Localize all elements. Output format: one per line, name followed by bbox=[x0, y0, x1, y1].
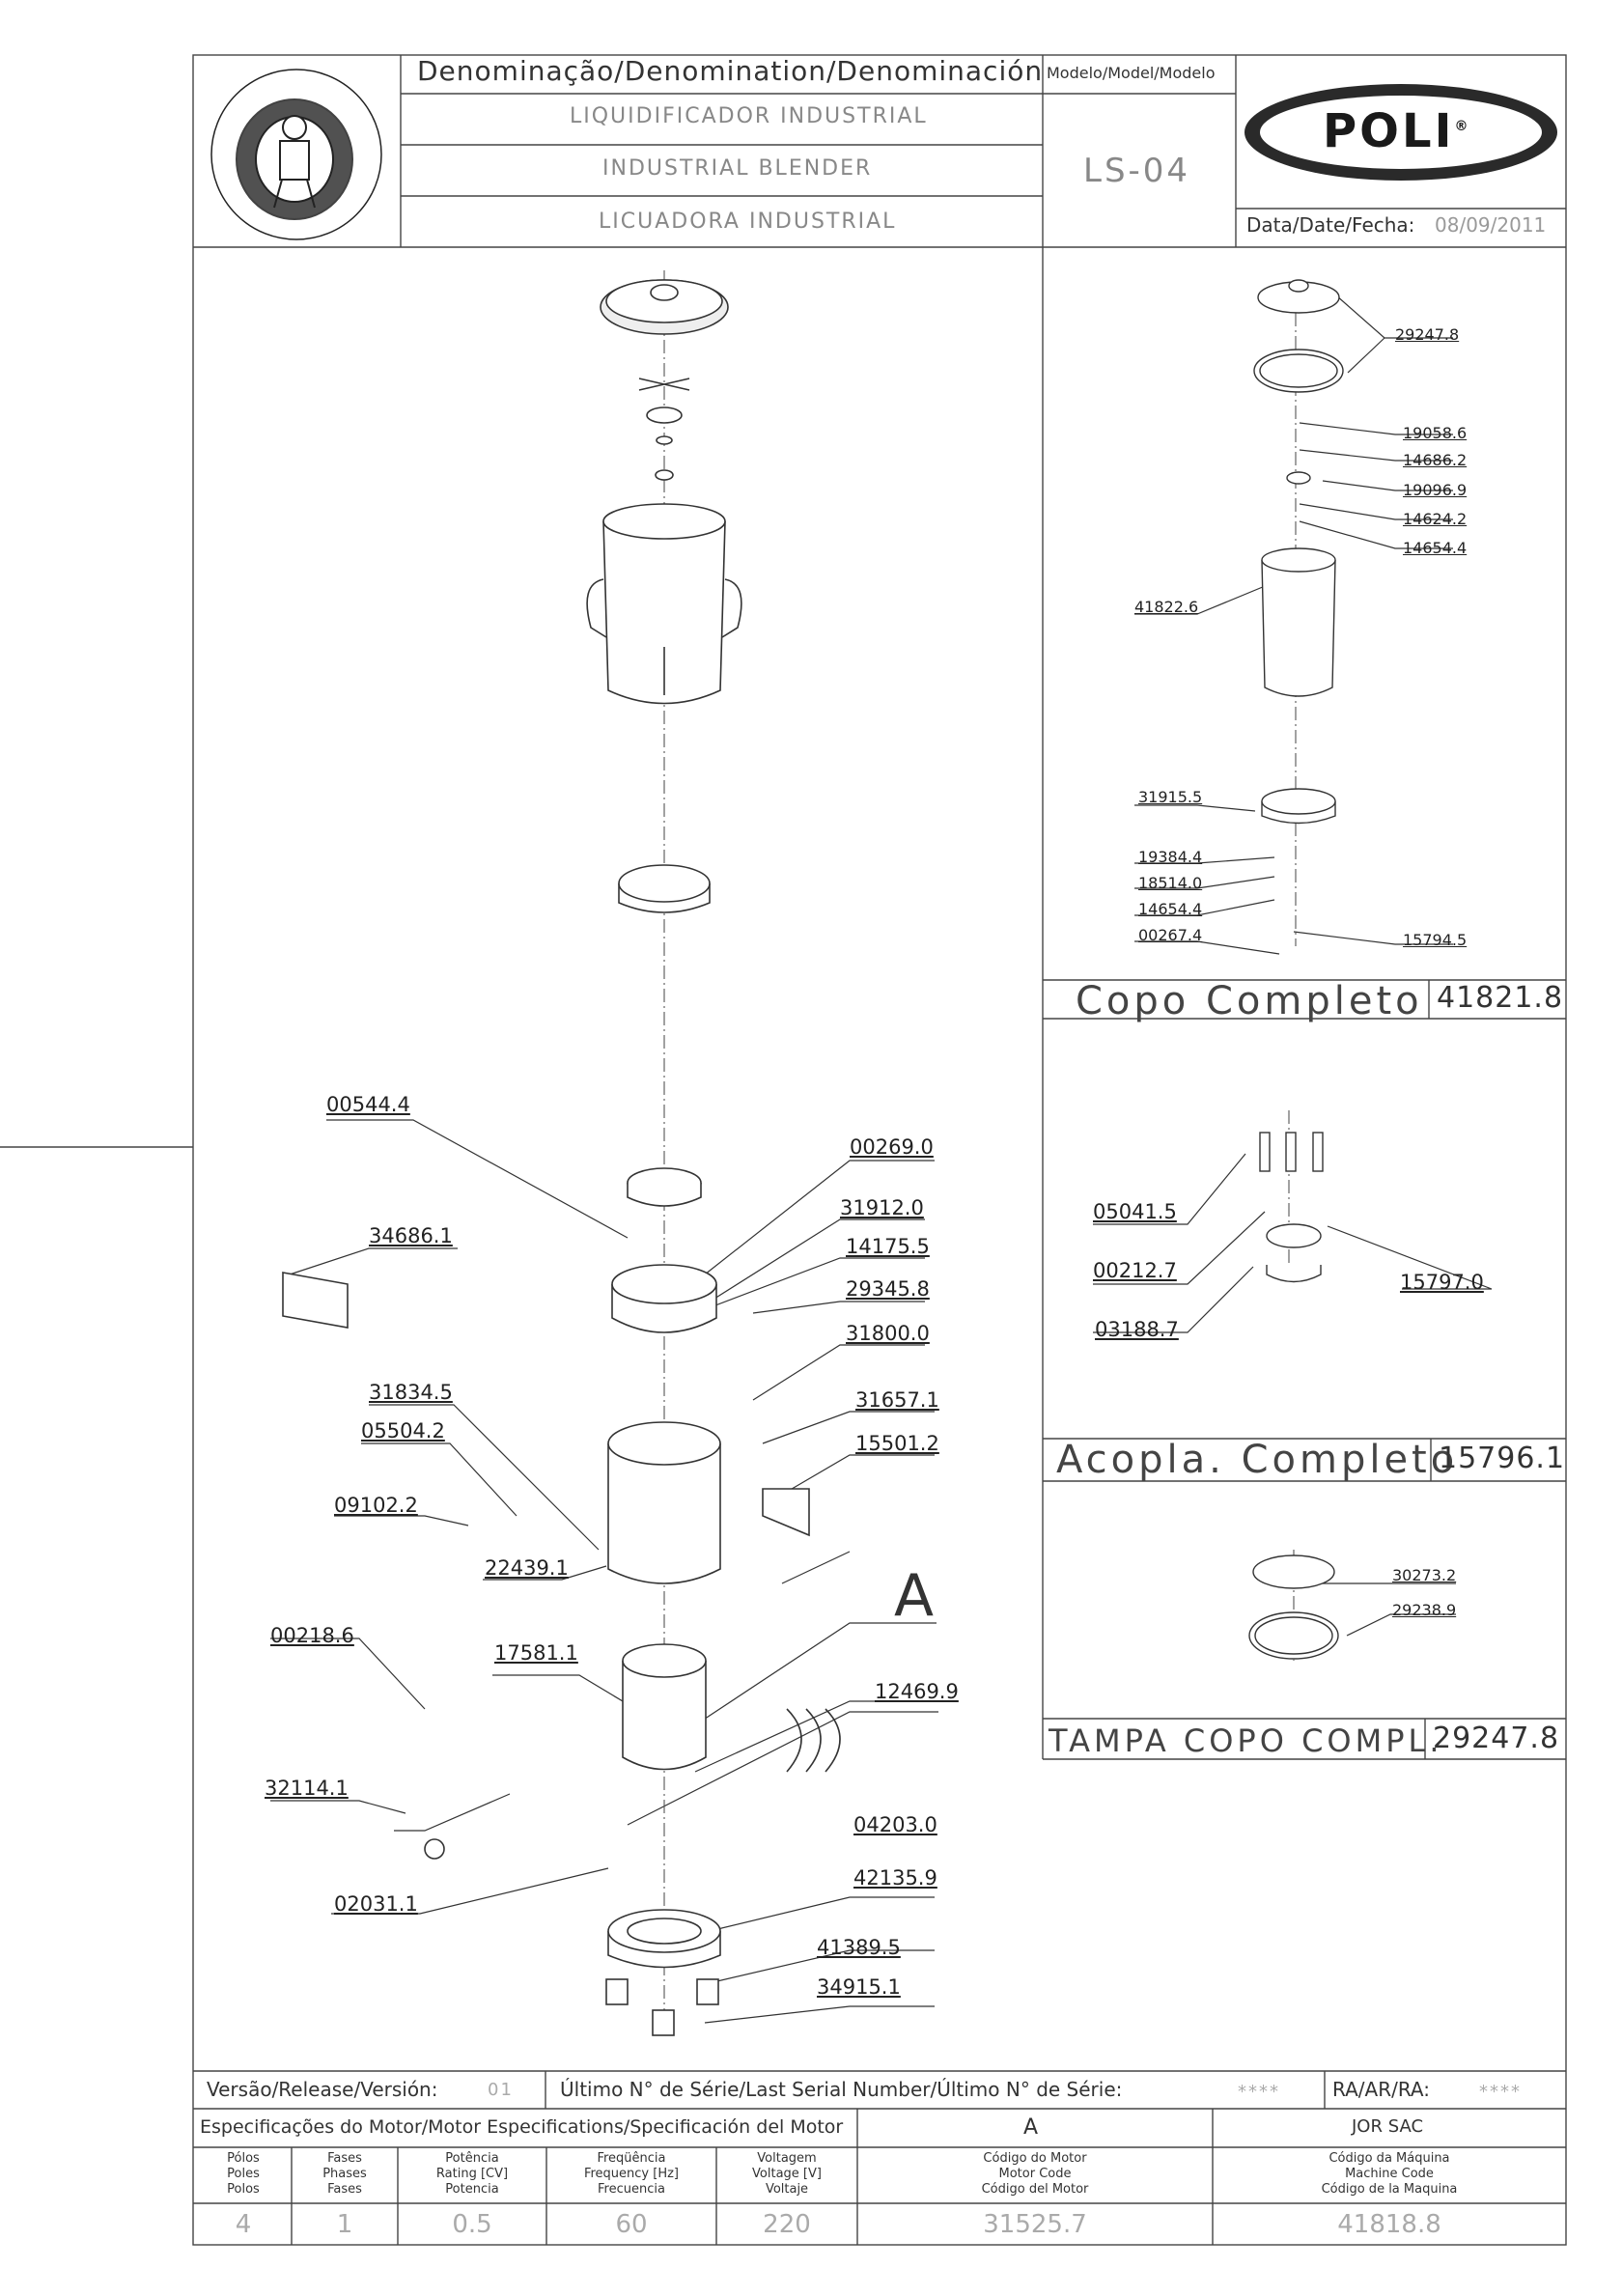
assy-part-label: 30273.2 bbox=[1392, 1566, 1457, 1584]
part-label: 04203.0 bbox=[853, 1813, 937, 1836]
spec-header-power: Potência Rating [CV] Potencia bbox=[435, 2151, 509, 2197]
spec-header-motor-code: Código do Motor Motor Code Código del Mo… bbox=[981, 2151, 1089, 2197]
ra-value: **** bbox=[1479, 2082, 1522, 2102]
assy-code-copo: 41821.8 bbox=[1437, 981, 1564, 1015]
assy-part-label: 00212.7 bbox=[1093, 1259, 1177, 1282]
model-value: LS-04 bbox=[1083, 152, 1191, 190]
assy-part-label: 19096.9 bbox=[1403, 481, 1468, 499]
assembly-views bbox=[1248, 279, 1344, 1660]
spec-value-power: 0.5 bbox=[452, 2210, 492, 2239]
part-label: 00218.6 bbox=[270, 1624, 354, 1647]
serial-value: **** bbox=[1238, 2082, 1280, 2102]
date-label: Data/Date/Fecha: bbox=[1246, 213, 1415, 237]
model-label: Modelo/Model/Modelo bbox=[1047, 64, 1216, 82]
seal-logo bbox=[210, 69, 382, 240]
assy-part-label: 03188.7 bbox=[1095, 1318, 1179, 1341]
part-label: 42135.9 bbox=[853, 1866, 937, 1890]
detail-a-label: A bbox=[894, 1562, 935, 1630]
assy-code-acopla: 15796.1 bbox=[1439, 1442, 1566, 1475]
part-label: 22439.1 bbox=[485, 1556, 569, 1580]
assy-part-label: 14686.2 bbox=[1403, 451, 1468, 469]
date-value: 08/09/2011 bbox=[1435, 213, 1547, 237]
part-label: 32114.1 bbox=[265, 1777, 349, 1800]
assy-title-acopla: Acopla. Completo bbox=[1056, 1438, 1459, 1482]
assy-part-label: 41822.6 bbox=[1134, 598, 1199, 616]
spec-value-frequency: 60 bbox=[615, 2210, 648, 2239]
part-label: 29345.8 bbox=[846, 1277, 930, 1301]
spec-header-phases: Fases Phases Fases bbox=[322, 2151, 367, 2197]
assy-part-label: 18514.0 bbox=[1138, 874, 1203, 892]
ra-label: RA/AR/RA: bbox=[1332, 2078, 1430, 2101]
spec-header-poles: Pólos Poles Polos bbox=[227, 2151, 260, 2197]
version-value: 01 bbox=[488, 2080, 514, 2100]
brand-logo-text: POLI® bbox=[1323, 104, 1471, 158]
assy-part-label: 29238.9 bbox=[1392, 1601, 1457, 1619]
part-label: 00544.4 bbox=[326, 1093, 410, 1116]
name-es: LICUADORA INDUSTRIAL bbox=[599, 210, 897, 234]
assy-part-label: 19058.6 bbox=[1403, 424, 1468, 442]
part-label: 31912.0 bbox=[840, 1196, 924, 1219]
spec-value-voltage: 220 bbox=[763, 2210, 811, 2239]
name-en: INDUSTRIAL BLENDER bbox=[602, 156, 873, 181]
part-label: 31657.1 bbox=[855, 1388, 939, 1412]
assy-part-label: 14654.4 bbox=[1138, 900, 1203, 918]
assy-code-tampa: 29247.8 bbox=[1433, 1722, 1560, 1755]
part-label: 34915.1 bbox=[817, 1975, 901, 1999]
part-label: 34686.1 bbox=[369, 1224, 453, 1247]
part-label: 31834.5 bbox=[369, 1381, 453, 1404]
motor-letter: A bbox=[1023, 2115, 1039, 2140]
spec-value-phases: 1 bbox=[336, 2210, 353, 2239]
assy-part-label: 05041.5 bbox=[1093, 1200, 1177, 1223]
name-pt: LIQUIDIFICADOR INDUSTRIAL bbox=[570, 104, 928, 128]
assy-title-copo: Copo Completo bbox=[1076, 979, 1423, 1023]
spec-value-machine-code: 41818.8 bbox=[1337, 2210, 1441, 2239]
denomination-label: Denominação/Denomination/Denominación bbox=[417, 55, 1044, 87]
motor-spec-label: Especificações do Motor/Motor Especifica… bbox=[200, 2116, 844, 2138]
assy-part-label: 31915.5 bbox=[1138, 788, 1203, 806]
assy-part-label: 00267.4 bbox=[1138, 926, 1203, 944]
part-label: 00269.0 bbox=[850, 1135, 934, 1159]
part-label: 14175.5 bbox=[846, 1235, 930, 1258]
part-label: 12469.9 bbox=[875, 1680, 959, 1703]
part-label: 17581.1 bbox=[494, 1641, 578, 1665]
spec-header-frequency: Freqüência Frequency [Hz] Frecuencia bbox=[583, 2151, 680, 2197]
spec-header-voltage: Voltagem Voltage [V] Voltaje bbox=[752, 2151, 822, 2197]
assy-part-label: 29247.8 bbox=[1395, 325, 1460, 344]
spec-value-motor-code: 31525.7 bbox=[983, 2210, 1087, 2239]
assy-title-tampa: TAMPA COPO COMPL. bbox=[1049, 1722, 1443, 1759]
part-label: 05504.2 bbox=[361, 1419, 445, 1442]
spec-header-machine-code: Código da Máquina Machine Code Código de… bbox=[1321, 2151, 1458, 2197]
part-label: 02031.1 bbox=[334, 1892, 418, 1916]
main-exploded-view bbox=[282, 279, 841, 2036]
assy-part-label: 15797.0 bbox=[1400, 1271, 1484, 1294]
part-label: 09102.2 bbox=[334, 1494, 418, 1517]
jor-label: JOR SAC bbox=[1352, 2116, 1424, 2137]
part-label: 41389.5 bbox=[817, 1936, 901, 1959]
part-label: 15501.2 bbox=[855, 1432, 939, 1455]
part-label: 31800.0 bbox=[846, 1322, 930, 1345]
assy-part-label: 14624.2 bbox=[1403, 510, 1468, 528]
assy-part-label: 14654.4 bbox=[1403, 539, 1468, 557]
poli-logo bbox=[1244, 84, 1557, 181]
version-label: Versão/Release/Versión: bbox=[207, 2078, 438, 2101]
spec-value-poles: 4 bbox=[235, 2210, 252, 2239]
serial-label: Último N° de Série/Last Serial Number/Úl… bbox=[560, 2078, 1123, 2101]
assy-part-label: 15794.5 bbox=[1403, 931, 1468, 949]
assy-part-label: 19384.4 bbox=[1138, 848, 1203, 866]
